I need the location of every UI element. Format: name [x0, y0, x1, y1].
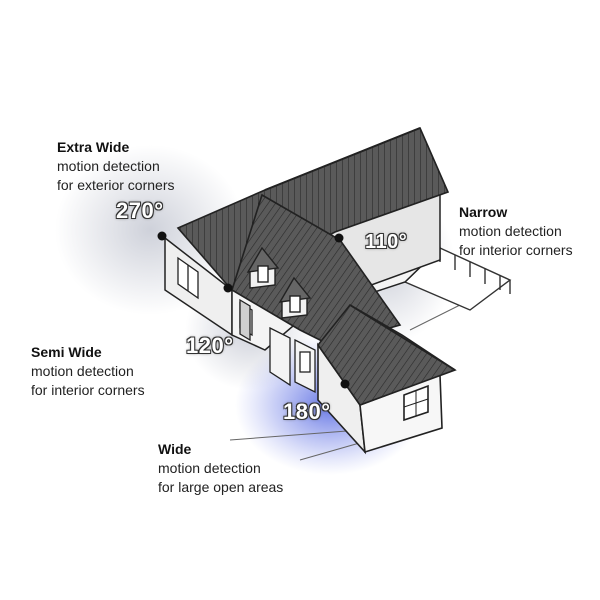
extra-wide-title: Extra Wide — [57, 139, 130, 155]
narrow-callout: Narrow motion detection for interior cor… — [459, 203, 573, 260]
semi-wide-desc-line1: motion detection — [31, 363, 134, 379]
semi-wide-callout: Semi Wide motion detection for interior … — [31, 343, 145, 400]
wide-title: Wide — [158, 441, 192, 457]
extra-wide-angle: 270° — [116, 198, 164, 223]
narrow-title: Narrow — [459, 204, 508, 220]
garage — [317, 303, 457, 455]
semi-wide-title: Semi Wide — [31, 344, 102, 360]
narrow-desc-line2: for interior corners — [459, 242, 573, 258]
narrow-sensor-dot — [334, 233, 344, 243]
extra-wide-desc-line1: motion detection — [57, 158, 160, 174]
wide-desc-line2: for large open areas — [158, 479, 284, 495]
front-gable-roof — [231, 193, 402, 346]
extra-wide-callout: Extra Wide motion detection for exterior… — [57, 138, 174, 195]
extra-wide-desc-line2: for exterior corners — [57, 177, 175, 193]
wide-desc-line1: motion detection — [158, 460, 261, 476]
narrow-angle: 110° — [365, 231, 408, 253]
wide-sensor-dot — [340, 379, 350, 389]
wide-callout: Wide motion detection for large open are… — [158, 440, 283, 497]
narrow-desc-line1: motion detection — [459, 223, 562, 239]
wide-angle: 180° — [283, 399, 331, 424]
front-door — [239, 298, 316, 394]
semi-wide-angle: 120° — [186, 333, 234, 358]
semi-wide-sensor-dot — [223, 283, 233, 293]
extra-wide-sensor-dot — [157, 231, 167, 241]
dormers — [246, 246, 312, 319]
semi-wide-desc-line2: for interior corners — [31, 382, 145, 398]
